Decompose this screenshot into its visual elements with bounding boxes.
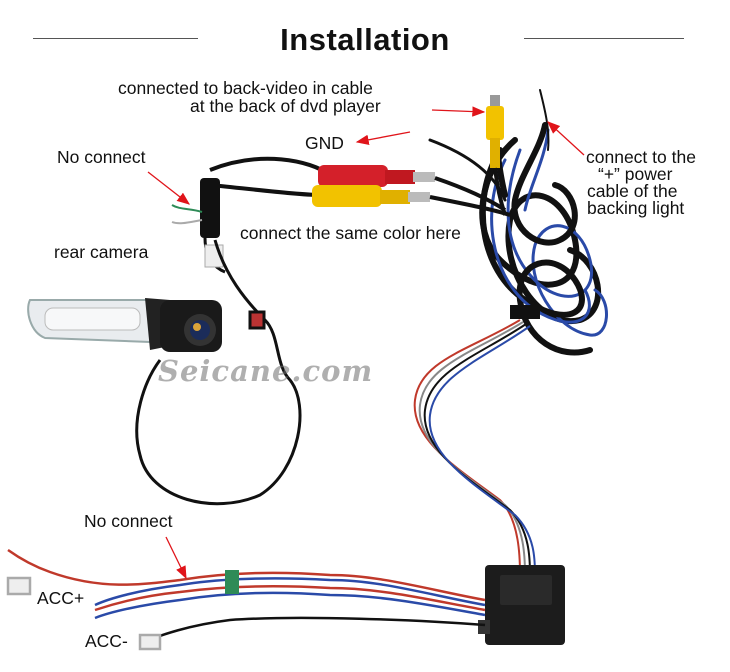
power-wires	[413, 305, 540, 576]
label-gnd: GND	[305, 133, 344, 153]
label-no-connect-top: No connect	[57, 147, 146, 167]
label-acc-plus: ACC+	[37, 588, 85, 608]
label-connect-power-line1: connect to the	[586, 147, 696, 167]
label-same-color: connect the same color here	[240, 223, 461, 243]
acc-wires	[6, 548, 486, 651]
title-rule-right	[524, 38, 684, 39]
rear-camera-illustration	[27, 298, 222, 352]
page-title: Installation	[280, 22, 450, 57]
label-no-connect-bottom: No connect	[84, 511, 173, 531]
title-rule-left	[33, 38, 198, 39]
label-connect-power-line3: cable of the	[587, 181, 678, 201]
label-acc-minus: ACC-	[85, 631, 128, 651]
label-back-video-line2: at the back of dvd player	[190, 96, 381, 116]
camera-cable	[135, 239, 302, 506]
annotation-arrows	[147, 106, 585, 580]
label-connect-power-line2: “+” power	[598, 164, 673, 184]
watermark-text: Seicane.com	[158, 354, 374, 388]
rca-connectors	[209, 95, 511, 217]
label-rear-camera: rear camera	[54, 242, 149, 262]
label-connect-power-line4: backing light	[587, 198, 685, 218]
control-box	[478, 565, 565, 645]
junction-block	[171, 178, 226, 274]
label-back-video-line1: connected to back-video in cable	[118, 78, 373, 98]
